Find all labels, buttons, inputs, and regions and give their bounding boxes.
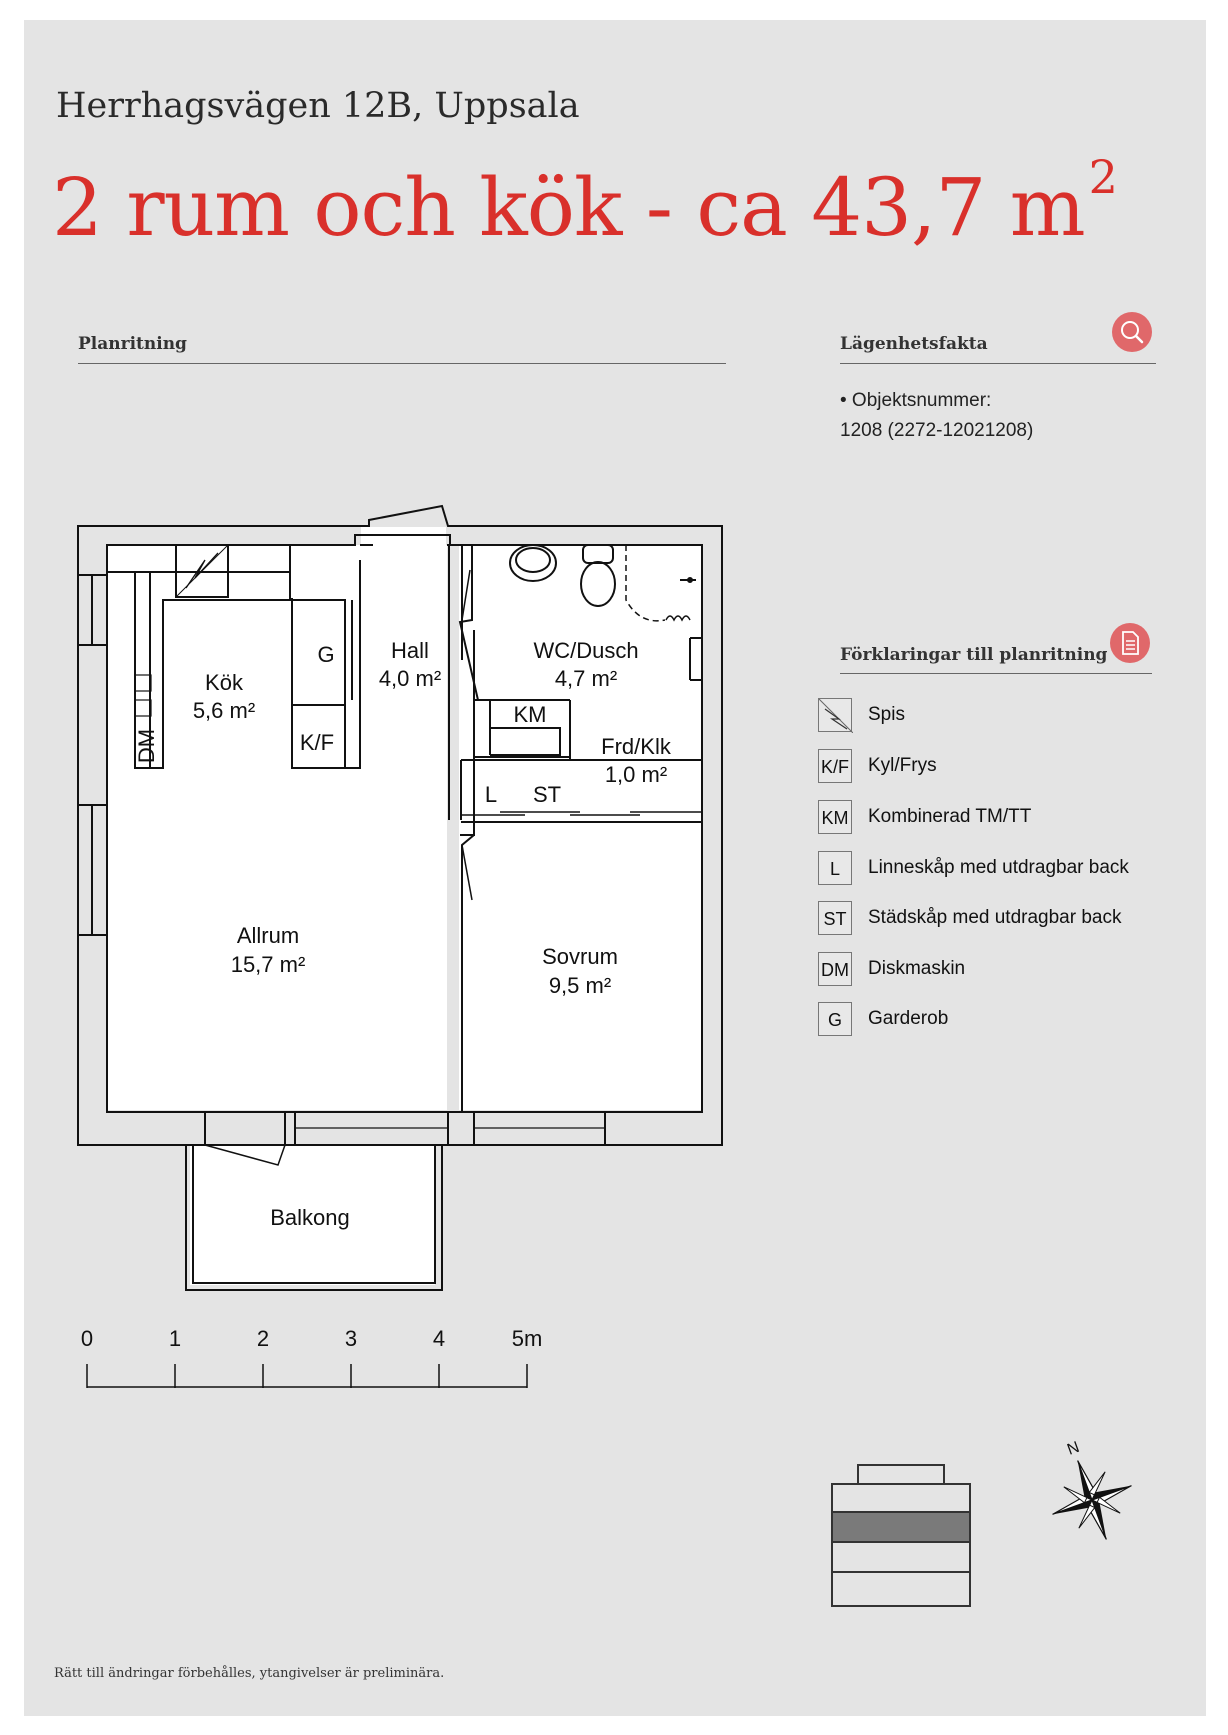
compass-north-label: N <box>1065 1439 1082 1459</box>
room-name-hall: Hall <box>391 638 429 663</box>
compass-icon: N <box>1052 1439 1132 1540</box>
room-name-balkong: Balkong <box>270 1205 350 1230</box>
walls <box>77 504 723 1291</box>
scale-label-3: 3 <box>345 1326 357 1351</box>
room-area-kok: 5,6 m² <box>193 698 255 723</box>
footnote: Rätt till ändringar förbehålles, ytangiv… <box>54 1666 445 1681</box>
stove-icon <box>818 698 853 733</box>
address: Herrhagsvägen 12B, Uppsala <box>56 86 580 126</box>
room-area-allrum: 15,7 m² <box>231 952 306 977</box>
room-area-wc: 4,7 m² <box>555 666 617 691</box>
legend-label-spis: Spis <box>868 704 905 725</box>
legend-code-kf: K/F <box>818 749 852 783</box>
room-name-sovrum: Sovrum <box>542 944 618 969</box>
legend-section-title: Förklaringar till planritning <box>840 645 1108 665</box>
legend-code-g: G <box>818 1002 852 1036</box>
fixture-g: G <box>317 642 334 667</box>
room-area-frd: 1,0 m² <box>605 762 667 787</box>
legend-code-l: L <box>818 851 852 885</box>
room-name-kok: Kök <box>205 670 244 695</box>
object-number-label: • Objektsnummer: <box>840 390 992 411</box>
magnifier-icon[interactable] <box>1112 312 1152 352</box>
fixture-kf: K/F <box>300 730 334 755</box>
building-key-plan <box>831 1464 971 1607</box>
headline-superscript: 2 <box>1088 150 1118 204</box>
document-icon[interactable] <box>1110 623 1150 663</box>
scale-label-5: 5m <box>512 1326 543 1351</box>
magnifier-glyph <box>1121 321 1144 344</box>
scale-label-2: 2 <box>257 1326 269 1351</box>
room-name-wc: WC/Dusch <box>533 638 638 663</box>
legend-section-rule <box>840 673 1152 674</box>
legend-label-g: Garderob <box>868 1008 949 1029</box>
legend-label-st: Städskåp med utdragbar back <box>868 907 1122 928</box>
legend-label-dm: Diskmaskin <box>868 958 966 979</box>
stove-glyph <box>819 699 853 733</box>
scale-label-0: 0 <box>81 1326 93 1351</box>
scale-label-1: 1 <box>169 1326 181 1351</box>
headline-text: 2 rum och kök - ca 43,7 m <box>52 161 1086 254</box>
legend-code-st: ST <box>818 901 852 935</box>
legend-label-km: Kombinerad TM/TT <box>868 806 1032 827</box>
scale-label-4: 4 <box>433 1326 445 1351</box>
document-glyph <box>1122 631 1139 655</box>
plan-section-title: Planritning <box>78 334 187 354</box>
headline: 2 rum och kök - ca 43,7 m2 <box>52 154 1118 258</box>
room-name-frd: Frd/Klk <box>601 734 672 759</box>
facts-section-rule <box>840 363 1156 364</box>
legend-code-km: KM <box>818 800 852 834</box>
legend-label-kf: Kyl/Frys <box>868 755 937 776</box>
fixture-km: KM <box>514 702 547 727</box>
fixture-l: L <box>485 782 497 807</box>
legend-label-l: Linneskåp med utdragbar back <box>868 857 1129 878</box>
legend-code-dm: DM <box>818 952 852 986</box>
room-area-hall: 4,0 m² <box>379 666 441 691</box>
facts-section-title: Lägenhetsfakta <box>840 334 988 354</box>
outer-wall-outer <box>77 504 723 1146</box>
room-area-sovrum: 9,5 m² <box>549 973 611 998</box>
fixture-st: ST <box>533 782 561 807</box>
scale-bar: 0 1 2 3 4 5m <box>81 1326 542 1388</box>
plan-section-rule <box>78 363 726 364</box>
object-number-value: 1208 (2272-12021208) <box>840 420 1034 441</box>
room-name-allrum: Allrum <box>237 923 299 948</box>
fixture-dm: DM <box>134 729 159 763</box>
